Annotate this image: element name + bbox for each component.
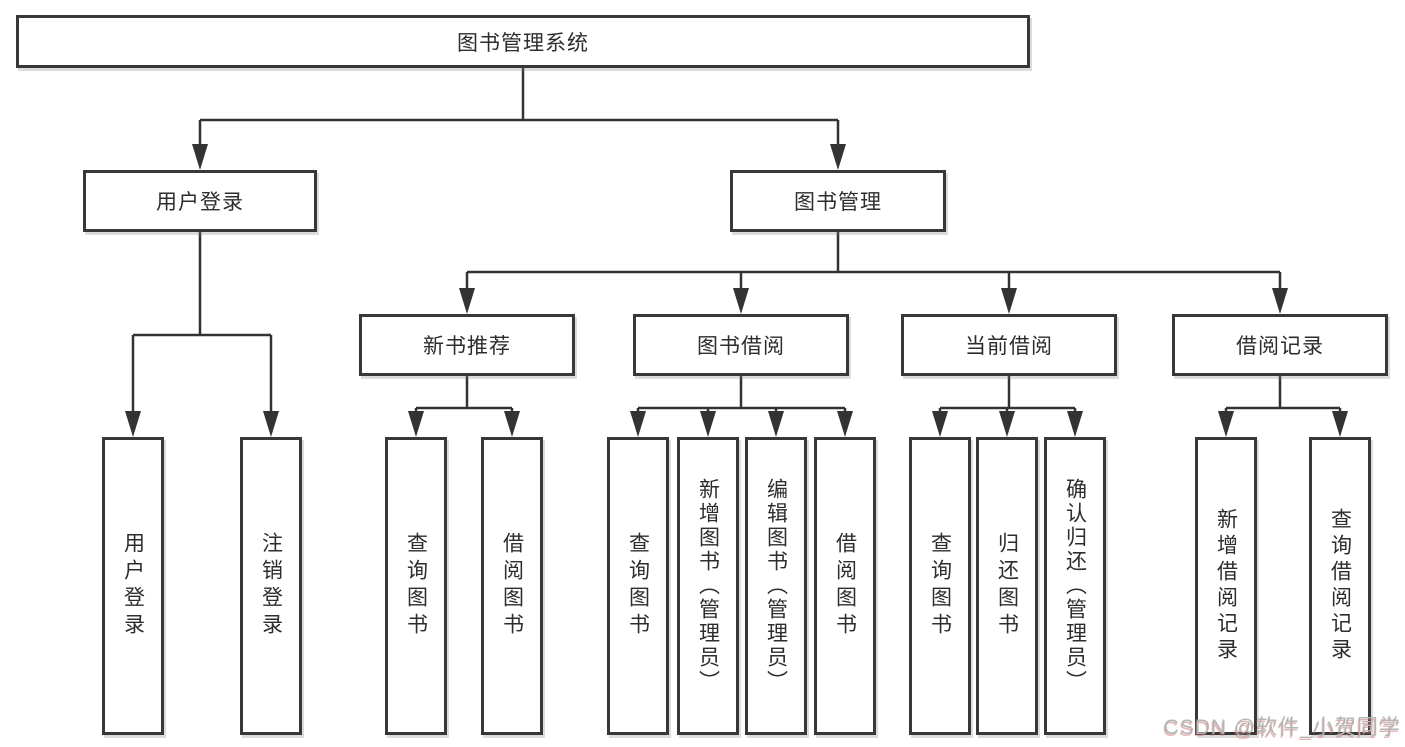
node-library-system-label: 图书管理系统 (457, 31, 589, 55)
leaf-edit-book-admin: 编辑图书（管理员） (745, 437, 807, 735)
node-book-management: 图书管理 (730, 170, 946, 232)
leaf-user-login-label: 用户登录 (121, 532, 145, 640)
leaf-query-books-recommend: 查询图书 (385, 437, 447, 735)
leaf-return-book-label: 归还图书 (995, 532, 1019, 640)
leaf-logout: 注销登录 (240, 437, 302, 735)
leaf-query-books-recommend-label: 查询图书 (404, 532, 428, 640)
node-book-borrow-label: 图书借阅 (697, 335, 785, 358)
leaf-query-borrow-record-label: 查询借阅记录 (1328, 508, 1352, 664)
node-current-borrow: 当前借阅 (901, 314, 1117, 376)
leaf-edit-book-admin-label: 编辑图书（管理员） (764, 478, 788, 694)
leaf-query-books-current: 查询图书 (909, 437, 971, 735)
node-book-management-label: 图书管理 (794, 191, 882, 214)
leaf-confirm-return-admin-label: 确认归还（管理员） (1063, 478, 1087, 694)
connector-new-book-branch (414, 376, 514, 428)
node-borrow-records: 借阅记录 (1172, 314, 1388, 376)
node-library-system: 图书管理系统 (16, 15, 1030, 68)
connector-borrow-records-branch (1224, 376, 1342, 428)
leaf-query-books-borrow-label: 查询图书 (626, 532, 650, 640)
leaf-borrow-books-recommend-label: 借阅图书 (500, 532, 524, 640)
leaf-add-book-admin: 新增图书（管理员） (677, 437, 739, 735)
leaf-confirm-return-admin: 确认归还（管理员） (1044, 437, 1106, 735)
leaf-logout-label: 注销登录 (259, 532, 283, 640)
node-user-login-label: 用户登录 (156, 191, 244, 214)
leaf-add-borrow-record: 新增借阅记录 (1195, 437, 1257, 735)
node-new-book-recommend-label: 新书推荐 (423, 335, 511, 358)
leaf-borrow-books: 借阅图书 (814, 437, 876, 735)
leaf-add-borrow-record-label: 新增借阅记录 (1214, 508, 1238, 664)
node-user-login: 用户登录 (83, 170, 317, 232)
leaf-borrow-books-label: 借阅图书 (833, 532, 857, 640)
leaf-add-book-admin-label: 新增图书（管理员） (696, 478, 720, 694)
node-borrow-records-label: 借阅记录 (1236, 335, 1324, 358)
connector-user-login-branch (131, 232, 273, 428)
leaf-return-book: 归还图书 (976, 437, 1038, 735)
leaf-query-borrow-record: 查询借阅记录 (1309, 437, 1371, 735)
node-current-borrow-label: 当前借阅 (965, 335, 1053, 358)
leaf-borrow-books-recommend: 借阅图书 (481, 437, 543, 735)
leaf-query-books-borrow: 查询图书 (607, 437, 669, 735)
node-book-borrow: 图书借阅 (633, 314, 849, 376)
node-new-book-recommend: 新书推荐 (359, 314, 575, 376)
leaf-query-books-current-label: 查询图书 (928, 532, 952, 640)
arrowheads (125, 144, 1348, 437)
connector-book-borrow-branch (636, 376, 847, 428)
watermark: CSDN @软件_小贺同学 (1163, 716, 1401, 739)
connector-book-management-branch (465, 232, 1282, 304)
leaf-user-login: 用户登录 (102, 437, 164, 735)
connector-root-to-level2 (198, 68, 840, 160)
